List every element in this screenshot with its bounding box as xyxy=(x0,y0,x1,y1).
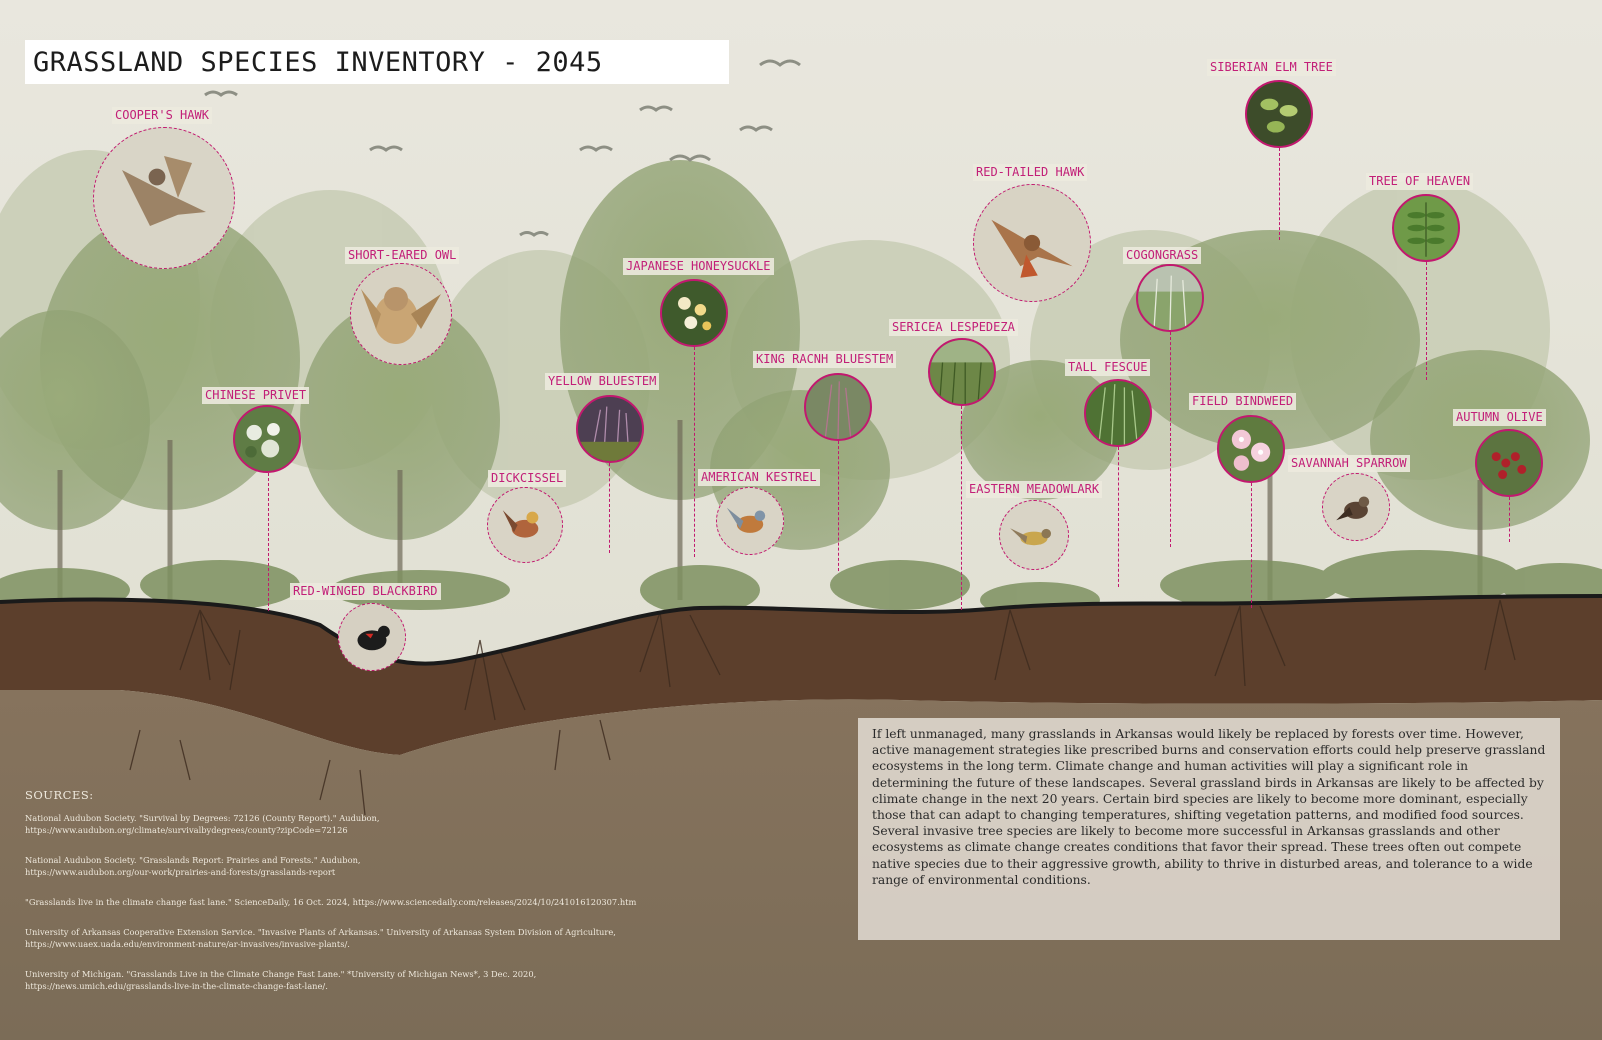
source-url[interactable]: https://www.uaex.uada.edu/environment-na… xyxy=(25,939,350,949)
label-field-bindweed: FIELD BINDWEED xyxy=(1189,393,1297,410)
leader-chinese-privet xyxy=(268,473,269,611)
hawk-icon xyxy=(93,127,235,269)
label-king-ranch-bluestem: KING RACNH BLUESTEM xyxy=(753,351,897,368)
label-japanese-honeysuckle: JAPANESE HONEYSUCKLE xyxy=(623,258,774,275)
ground-line xyxy=(0,594,1602,666)
leader-king-ranch-bluestem xyxy=(838,441,839,571)
label-sericea-lespedeza: SERICEA LESPEDEZA xyxy=(889,319,1018,336)
leader-cogongrass xyxy=(1170,332,1171,547)
label-tall-fescue: TALL FESCUE xyxy=(1065,359,1151,376)
label-short-eared-owl: SHORT-EARED OWL xyxy=(345,247,460,264)
source-citation: National Audubon Society. "Survival by D… xyxy=(25,813,380,823)
source-entry: University of Arkansas Cooperative Exten… xyxy=(25,926,725,950)
bird-icon xyxy=(999,500,1069,570)
grass-icon xyxy=(1136,264,1204,332)
source-url[interactable]: https://www.audubon.org/climate/survival… xyxy=(25,825,348,835)
root-system xyxy=(129,599,1516,816)
leader-tall-fescue xyxy=(1118,447,1119,587)
source-citation: University of Michigan. "Grasslands Live… xyxy=(25,969,537,979)
label-eastern-meadowlark: EASTERN MEADOWLARK xyxy=(966,481,1103,498)
grass-icon xyxy=(1084,379,1152,447)
leaf-icon xyxy=(1245,80,1313,148)
narrative-text: If left unmanaged, many grasslands in Ar… xyxy=(858,718,1560,940)
label-dickcissel: DICKCISSEL xyxy=(488,470,567,487)
topsoil xyxy=(0,596,1602,755)
blackbird-icon xyxy=(338,603,406,671)
leader-japanese-honeysuckle xyxy=(694,347,695,557)
leaf-icon xyxy=(1392,194,1460,262)
label-yellow-bluestem: YELLOW BLUESTEM xyxy=(545,373,660,390)
leader-yellow-bluestem xyxy=(609,463,610,553)
sparrow-icon xyxy=(1322,473,1390,541)
berry-icon xyxy=(1475,429,1543,497)
bird-silhouettes xyxy=(204,59,801,237)
label-american-kestrel: AMERICAN KESTREL xyxy=(698,469,820,486)
label-red-winged-blackbird: RED-WINGED BLACKBIRD xyxy=(290,583,441,600)
label-tree-of-heaven: TREE OF HEAVEN xyxy=(1366,173,1474,190)
source-entry: "Grasslands live in the climate change f… xyxy=(25,896,725,908)
label-cogongrass: COGONGRASS xyxy=(1123,247,1202,264)
sources-heading: SOURCES: xyxy=(25,788,94,802)
owl-icon xyxy=(350,263,452,365)
source-url[interactable]: https://news.umich.edu/grasslands-live-i… xyxy=(25,981,328,991)
poster-title: GRASSLAND SPECIES INVENTORY - 2045 xyxy=(33,46,603,78)
source-citation: "Grasslands live in the climate change f… xyxy=(25,897,637,907)
leader-field-bindweed xyxy=(1251,483,1252,608)
label-autumn-olive: AUTUMN OLIVE xyxy=(1453,409,1546,426)
source-entry: National Audubon Society. "Survival by D… xyxy=(25,812,725,836)
grass-icon xyxy=(576,395,644,463)
source-entry: National Audubon Society. "Grasslands Re… xyxy=(25,854,725,878)
flower-icon xyxy=(1217,415,1285,483)
title-box: GRASSLAND SPECIES INVENTORY - 2045 xyxy=(25,40,729,84)
grass-icon xyxy=(804,373,872,441)
leader-sericea-lespedeza xyxy=(961,406,962,610)
source-entry: University of Michigan. "Grasslands Live… xyxy=(25,968,725,992)
flower-icon xyxy=(660,279,728,347)
shrub-icon xyxy=(233,405,301,473)
label-coopers-hawk: COOPER'S HAWK xyxy=(112,107,212,124)
leader-siberian-elm-tree xyxy=(1279,148,1280,240)
leader-autumn-olive xyxy=(1509,497,1510,542)
bird-icon xyxy=(487,487,563,563)
source-citation: National Audubon Society. "Grasslands Re… xyxy=(25,855,361,865)
label-siberian-elm-tree: SIBERIAN ELM TREE xyxy=(1207,59,1336,76)
hawk-icon xyxy=(973,184,1091,302)
grass-icon xyxy=(928,338,996,406)
source-citation: University of Arkansas Cooperative Exten… xyxy=(25,927,616,937)
kestrel-icon xyxy=(716,487,784,555)
leader-tree-of-heaven xyxy=(1426,262,1427,380)
source-url[interactable]: https://www.audubon.org/our-work/prairie… xyxy=(25,867,336,877)
label-red-tailed-hawk: RED-TAILED HAWK xyxy=(973,164,1088,181)
label-chinese-privet: CHINESE PRIVET xyxy=(202,387,310,404)
sources-section: SOURCES: National Audubon Society. "Surv… xyxy=(25,788,725,1010)
label-savannah-sparrow: SAVANNAH SPARROW xyxy=(1288,455,1410,472)
